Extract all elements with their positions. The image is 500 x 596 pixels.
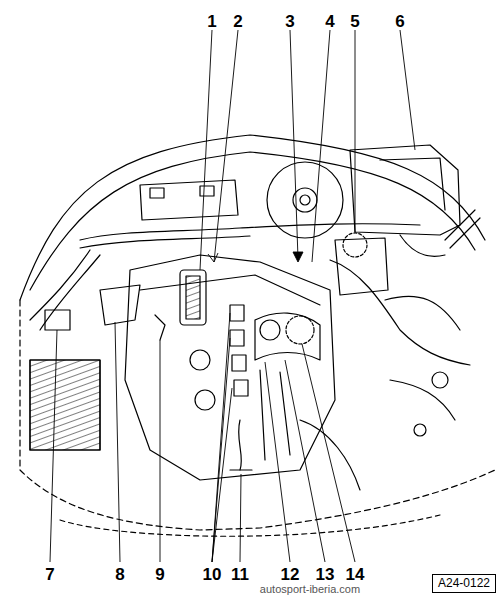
figure-number-box: A24-0122 — [432, 574, 496, 593]
callout-number: 12 — [281, 566, 300, 583]
callout-number: 1 — [207, 13, 216, 30]
callout-number: 9 — [155, 566, 164, 583]
callout-number: 2 — [233, 13, 242, 30]
callout-number: 7 — [45, 566, 54, 583]
callout-number: 13 — [316, 566, 335, 583]
callout-number: 11 — [231, 566, 249, 583]
callout-number: 3 — [285, 13, 294, 30]
callout-number: 10 — [203, 566, 222, 583]
callout-number: 8 — [115, 566, 124, 583]
callout-number: 6 — [395, 13, 404, 30]
watermark: autosport-iberia.com — [260, 584, 360, 595]
callout-number: 4 — [325, 13, 334, 30]
callout-number: 5 — [350, 13, 359, 30]
figure-number: A24-0122 — [438, 577, 490, 590]
callout-number: 14 — [346, 566, 365, 583]
